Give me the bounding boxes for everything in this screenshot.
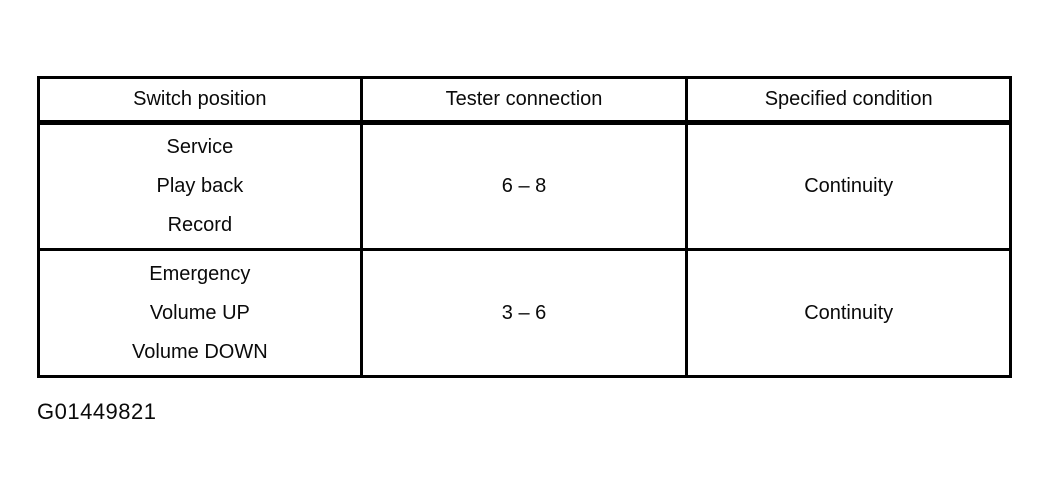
cell-switch-positions: Emergency Volume UP Volume DOWN [37,248,363,378]
header-switch-position: Switch position [37,76,363,125]
switch-position-line: Service [166,136,234,158]
cell-tester-connection: 3 – 6 [359,248,689,378]
switch-position-line: Emergency [149,262,251,285]
switch-position-line: Volume DOWN [132,340,268,363]
header-specified-condition: Specified condition [685,76,1012,125]
figure-id-caption: G01449821 [37,399,157,424]
cell-tester-connection: 6 – 8 [359,121,689,251]
header-tester-connection: Tester connection [359,76,689,125]
header-row: Switch position Tester connection Specif… [37,76,1012,125]
cell-switch-positions: Service Play back Record [37,121,363,251]
switch-position-line: Record [167,214,233,236]
switch-position-line: Play back [156,175,244,197]
continuity-spec-table: Switch position Tester connection Specif… [37,76,1012,378]
cell-specified-condition: Continuity [685,248,1012,378]
table-row: Service Play back Record 6 – 8 Continuit… [37,121,1012,251]
table-row: Emergency Volume UP Volume DOWN 3 – 6 Co… [37,248,1012,378]
switch-position-line: Volume UP [149,301,250,324]
cell-specified-condition: Continuity [685,121,1012,251]
